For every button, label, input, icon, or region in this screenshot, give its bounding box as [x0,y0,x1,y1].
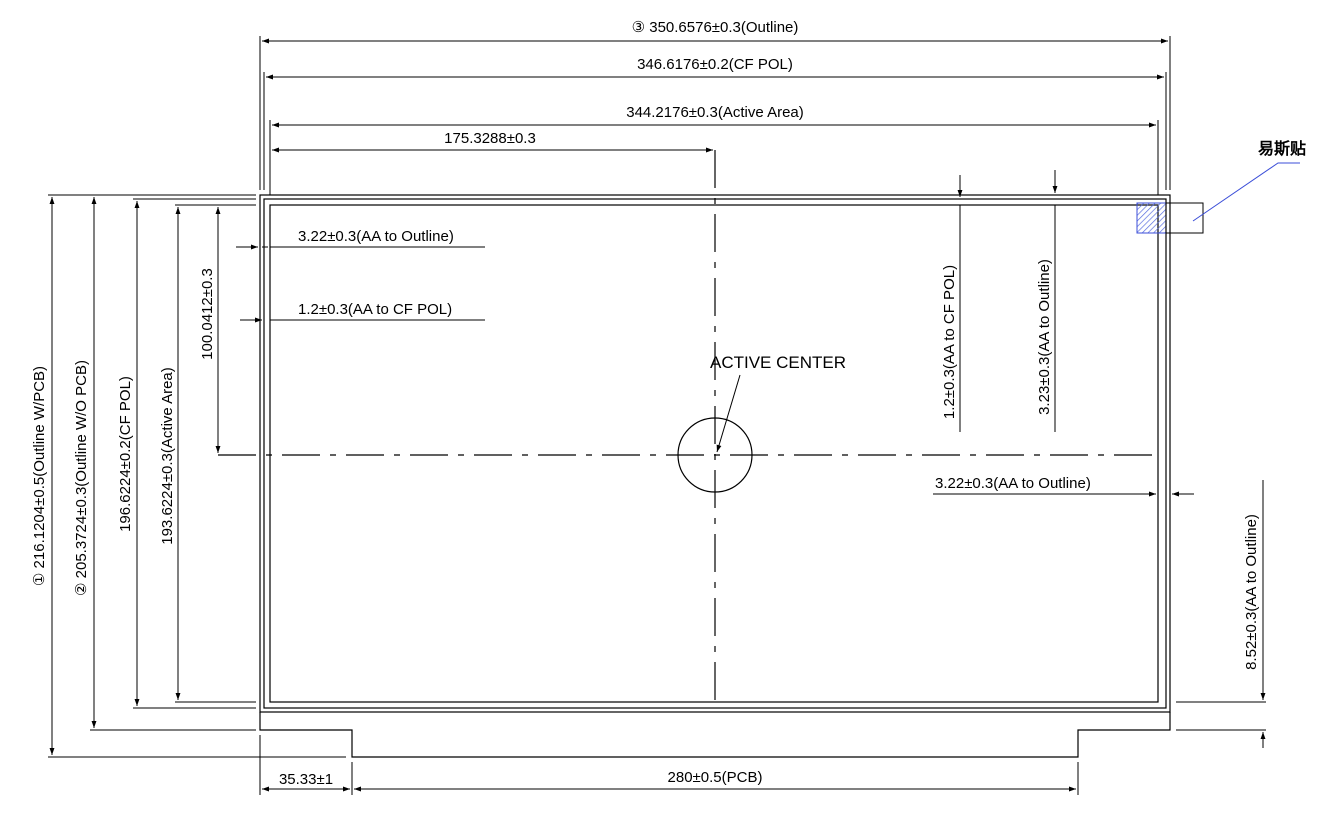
outline-rect [259,194,1171,713]
left-small-dimensions: 3.22±0.3(AA to Outline) 1.2±0.3(AA to CF… [236,228,485,323]
dim-height-cfpol-label: 196.6224±0.2(CF POL) [117,376,134,532]
aa-cfpol-top-label: 1.2±0.3(AA to CF POL) [941,265,958,419]
active-area-rect [269,204,1159,703]
dim-height-pcb-label: ① 216.1204±0.5(Outline W/PCB) [31,366,48,586]
right-side-dimensions: 3.22±0.3(AA to Outline) 8.52±0.3(AA to O… [933,475,1266,748]
aa-outline-top-label: 3.23±0.3(AA to Outline) [1036,259,1053,415]
dim-pcb-width-label: 280±0.5(PCB) [668,769,763,786]
tape-hatch [1136,202,1167,234]
pcb-outline [259,712,1171,758]
aa-outline-left-label: 3.22±0.3(AA to Outline) [298,228,454,245]
dim-pcb-offset-label: 35.33±1 [279,771,333,788]
active-center-label: ACTIVE CENTER [710,353,846,372]
dim-height-active-label: 193.6224±0.3(Active Area) [159,367,176,545]
aa-outline-right-label: 3.22±0.3(AA to Outline) [935,475,1091,492]
tape-label: 易斯贴 [1258,139,1306,158]
active-center-leader [716,374,741,453]
dim-height-wo-pcb-label: ② 205.3724±0.3(Outline W/O PCB) [73,360,90,596]
center-lines: ACTIVE CENTER [218,150,1158,708]
dim-center-y-label: 100.0412±0.3 [199,268,216,360]
right-top-dimensions: 1.2±0.3(AA to CF POL) 3.23±0.3(AA to Out… [941,170,1058,432]
tape-tab [1165,202,1204,234]
tape-leader [1192,162,1300,222]
bottom-dimensions: 35.33±1 280±0.5(PCB) [259,735,1079,795]
top-dimensions: ③ 350.6576±0.3(Outline) 346.6176±0.2(CF … [262,19,1168,153]
dim-cfpol-width-label: 346.6176±0.2(CF POL) [637,56,793,73]
dim-active-width-label: 344.2176±0.3(Active Area) [626,104,804,121]
dim-center-x-label: 175.3288±0.3 [444,130,536,147]
left-vertical-dimensions: ① 216.1204±0.5(Outline W/PCB) ② 205.3724… [31,194,346,758]
aa-outline-bottom-label: 8.52±0.3(AA to Outline) [1243,514,1260,670]
dim-outline-width-label: ③ 350.6576±0.3(Outline) [632,19,799,36]
active-center-circle [677,417,753,493]
tape-callout: 易斯贴 [1136,139,1306,234]
top-extension-lines [259,36,1171,195]
aa-cfpol-left-label: 1.2±0.3(AA to CF POL) [298,301,452,318]
